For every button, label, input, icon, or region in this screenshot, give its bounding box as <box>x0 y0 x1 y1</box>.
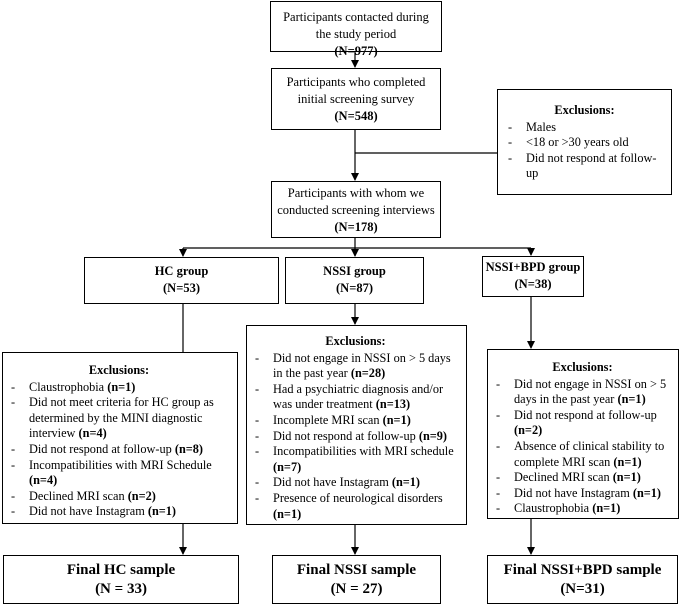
screening-survey-n: (N=548) <box>334 109 378 123</box>
final-bpd-label: Final NSSI+BPD sample <box>503 562 662 578</box>
top-exclusion-item: Did not respond at follow-up <box>504 151 665 182</box>
final-bpd-n: (N=31) <box>560 581 605 597</box>
bpd-exclusion-item: Absence of clinical stability to complet… <box>492 439 673 470</box>
hc-group-n: (N=53) <box>163 281 200 295</box>
bpd-group-box: NSSI+BPD group (N=38) <box>482 256 584 297</box>
bpd-exclusion-item: Did not engage in NSSI on > 5 days in th… <box>492 377 673 408</box>
final-nssi-n: (N = 27) <box>330 581 383 597</box>
screening-survey-text: Participants who completed initial scree… <box>286 75 426 106</box>
bpd-exclusions-title: Exclusions: <box>552 360 613 374</box>
bpd-exclusions-box: Exclusions: Did not engage in NSSI on > … <box>487 349 679 519</box>
final-hc-box: Final HC sample (N = 33) <box>3 555 239 604</box>
hc-exclusions-box: Exclusions: Claustrophobia (n=1) Did not… <box>2 352 238 524</box>
nssi-exclusion-item: Presence of neurological disorders (n=1) <box>251 491 460 522</box>
hc-exclusion-item: Did not respond at follow-up (n=8) <box>7 442 231 458</box>
nssi-exclusion-item: Incomplete MRI scan (n=1) <box>251 413 460 429</box>
bpd-exclusion-item: Claustrophobia (n=1) <box>492 501 673 517</box>
screening-interviews-box: Participants with whom we conducted scre… <box>271 181 441 238</box>
contacted-box: Participants contacted during the study … <box>270 1 442 58</box>
top-exclusions-list: Males <18 or >30 years old Did not respo… <box>504 120 665 182</box>
final-hc-n: (N = 33) <box>95 581 147 597</box>
nssi-exclusions-title: Exclusions: <box>325 334 386 348</box>
hc-exclusions-list: Claustrophobia (n=1) Did not meet criter… <box>7 380 231 520</box>
bpd-exclusions-list: Did not engage in NSSI on > 5 days in th… <box>492 377 673 517</box>
bpd-group-n: (N=38) <box>514 277 552 291</box>
nssi-exclusion-item: Did not engage in NSSI on > 5 days in th… <box>251 351 460 382</box>
hc-group-name: HC group <box>154 264 209 278</box>
final-nssi-box: Final NSSI sample (N = 27) <box>272 555 441 604</box>
hc-exclusion-item: Claustrophobia (n=1) <box>7 380 231 396</box>
screening-survey-box: Participants who completed initial scree… <box>271 68 441 130</box>
nssi-exclusion-item: Did not have Instagram (n=1) <box>251 475 460 491</box>
nssi-group-name: NSSI group <box>323 264 386 278</box>
nssi-exclusion-item: Incompatibilities with MRI schedule (n=7… <box>251 444 460 475</box>
hc-exclusions-title: Exclusions: <box>88 363 150 377</box>
hc-group-box: HC group (N=53) <box>84 257 279 304</box>
bpd-exclusion-item: Did not respond at follow-up (n=2) <box>492 408 673 439</box>
nssi-exclusion-item: Had a psychiatric diagnosis and/or was u… <box>251 382 460 413</box>
screening-interviews-n: (N=178) <box>334 220 378 234</box>
contacted-n: (N=977) <box>334 44 378 58</box>
nssi-exclusions-list: Did not engage in NSSI on > 5 days in th… <box>251 351 460 523</box>
bpd-exclusion-item: Did not have Instagram (n=1) <box>492 486 673 502</box>
hc-exclusion-item: Incompatibilities with MRI Schedule (n=4… <box>7 458 231 489</box>
top-exclusion-item: Males <box>504 120 665 136</box>
nssi-exclusions-box: Exclusions: Did not engage in NSSI on > … <box>246 325 467 525</box>
hc-exclusion-item: Declined MRI scan (n=2) <box>7 489 231 505</box>
top-exclusions-box: Exclusions: Males <18 or >30 years old D… <box>497 89 672 195</box>
nssi-group-n: (N=87) <box>336 281 373 295</box>
nssi-group-box: NSSI group (N=87) <box>285 257 424 304</box>
nssi-exclusion-item: Did not respond at follow-up (n=9) <box>251 429 460 445</box>
top-exclusions-title: Exclusions: <box>554 103 615 117</box>
final-nssi-label: Final NSSI sample <box>296 562 417 578</box>
final-bpd-box: Final NSSI+BPD sample (N=31) <box>487 555 678 604</box>
screening-interviews-text: Participants with whom we conducted scre… <box>277 186 435 234</box>
top-exclusion-item: <18 or >30 years old <box>504 135 665 151</box>
hc-exclusion-item: Did not have Instagram (n=1) <box>7 504 231 520</box>
contacted-text: Participants contacted during the study … <box>283 10 429 41</box>
final-hc-label: Final HC sample <box>66 562 176 578</box>
bpd-exclusion-item: Declined MRI scan (n=1) <box>492 470 673 486</box>
hc-exclusion-item: Did not meet criteria for HC group as de… <box>7 395 231 442</box>
bpd-group-name: NSSI+BPD group <box>485 260 581 274</box>
